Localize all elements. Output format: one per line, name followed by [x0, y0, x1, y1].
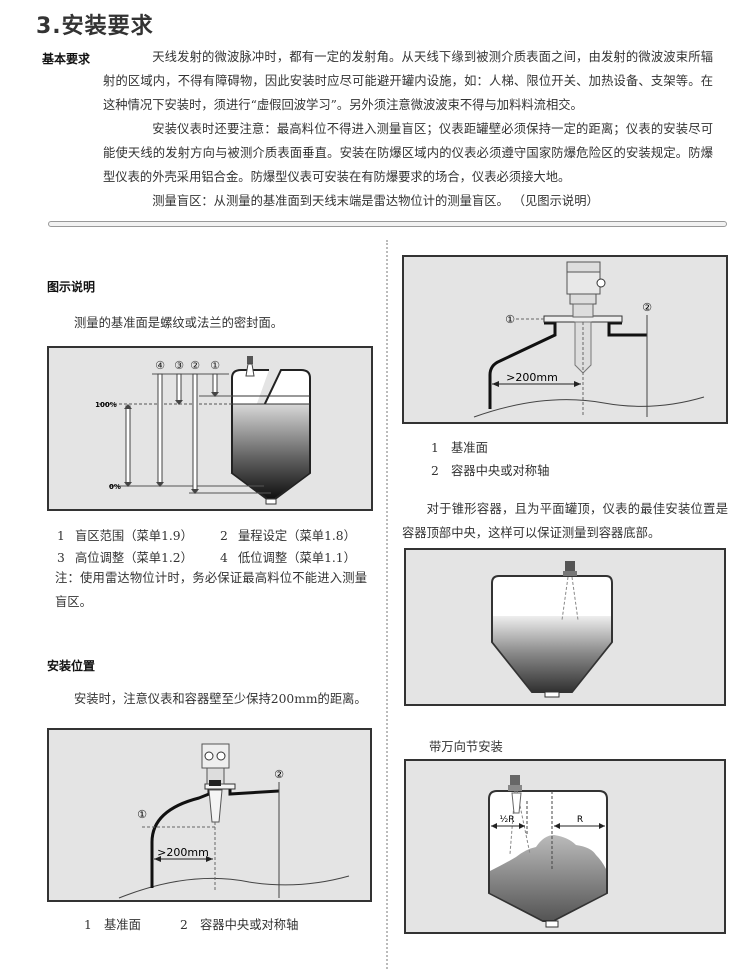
legend-text: 盲区范围（菜单1.9）: [75, 529, 193, 543]
wall-distance-figure: ① ② >200mm: [47, 728, 372, 902]
legend-num: 1: [431, 441, 439, 455]
legend-text: 容器中央或对称轴: [451, 464, 550, 478]
cone-container-figure: [404, 548, 726, 706]
legend-num: 2: [431, 464, 439, 478]
marker-1: ①: [210, 359, 220, 372]
diagram-heading: 图示说明: [47, 280, 96, 294]
reference-plane-figure: ① ② >200mm: [402, 255, 728, 424]
gimbal-heading: 带万向节安装: [429, 740, 503, 754]
legend-row: 1 基准面: [431, 438, 488, 456]
label-100-percent: 100%: [95, 401, 117, 409]
legend-num: 3: [57, 551, 65, 565]
radius-label: R: [577, 815, 583, 825]
half-radius-label: ½R: [500, 815, 515, 825]
legend-text: 容器中央或对称轴: [200, 918, 299, 932]
paragraph: 天线发射的微波脉冲时，都有一定的发射角。从天线下缘到被测介质表面之间，由发射的微…: [103, 50, 713, 112]
marker-2: ②: [190, 359, 200, 372]
column-divider: [386, 240, 388, 969]
distance-label: >200mm: [506, 371, 558, 384]
marker-3: ③: [174, 359, 184, 372]
marker-1: ①: [505, 313, 515, 326]
legend-text: 基准面: [451, 441, 488, 455]
legend-num: 1: [84, 918, 92, 932]
basic-requirements-label: 基本要求: [42, 52, 91, 66]
distance-label: >200mm: [157, 846, 209, 859]
diagram-intro: 测量的基准面是螺纹或法兰的密封面。: [74, 316, 284, 330]
paragraph: 测量盲区：从测量的基准面到天线末端是雷达物位计的测量盲区。 （见图示说明）: [152, 194, 599, 208]
paragraph: 安装仪表时还要注意：最高料位不得进入测量盲区；仪表距罐壁必须保持一定的距离；仪表…: [103, 122, 713, 184]
measurement-range-figure: ④ ③ ② ① 100% 0%: [47, 346, 373, 511]
marker-1: ①: [137, 808, 147, 821]
legend-row: 2 容器中央或对称轴: [431, 461, 549, 479]
paragraph: 对于锥形容器，且为平面罐顶，仪表的最佳安装位置是容器顶部中央，这样可以保证测量到…: [402, 502, 728, 540]
legend-num: 2: [180, 918, 188, 932]
legend-row: 3 高位调整（菜单1.2） 4 低位调整（菜单1.1）: [57, 548, 356, 566]
install-position-intro: 安装时，注意仪表和容器壁至少保持200mm的距离。: [74, 692, 367, 706]
legend-row: 1 盲区范围（菜单1.9） 2 量程设定（菜单1.8）: [57, 526, 356, 544]
legend-num: 4: [220, 551, 228, 565]
legend-num: 2: [220, 529, 228, 543]
marker-2: ②: [642, 301, 652, 314]
diagram-note: 注：使用雷达物位计时，务必保证最高料位不能进入测量盲区。: [55, 571, 367, 609]
legend-text: 量程设定（菜单1.8）: [238, 529, 356, 543]
legend-text: 基准面: [104, 918, 141, 932]
marker-2: ②: [274, 768, 284, 781]
legend-text: 高位调整（菜单1.2）: [75, 551, 193, 565]
cone-container-text: 对于锥形容器，且为平面罐顶，仪表的最佳安装位置是容器顶部中央，这样可以保证测量到…: [402, 497, 728, 545]
section-separator: [48, 221, 727, 227]
legend-text: 低位调整（菜单1.1）: [238, 551, 356, 565]
gimbal-mount-figure: ½R R: [404, 759, 726, 934]
install-position-heading: 安装位置: [47, 659, 96, 673]
legend-num: 1: [57, 529, 65, 543]
marker-4: ④: [155, 359, 165, 372]
label-0-percent: 0%: [109, 483, 121, 491]
basic-requirements-text: 天线发射的微波脉冲时，都有一定的发射角。从天线下缘到被测介质表面之间，由发射的微…: [103, 45, 713, 213]
legend-row: 1 基准面 2 容器中央或对称轴: [84, 915, 298, 933]
page-title: 3.安装要求: [36, 14, 154, 39]
